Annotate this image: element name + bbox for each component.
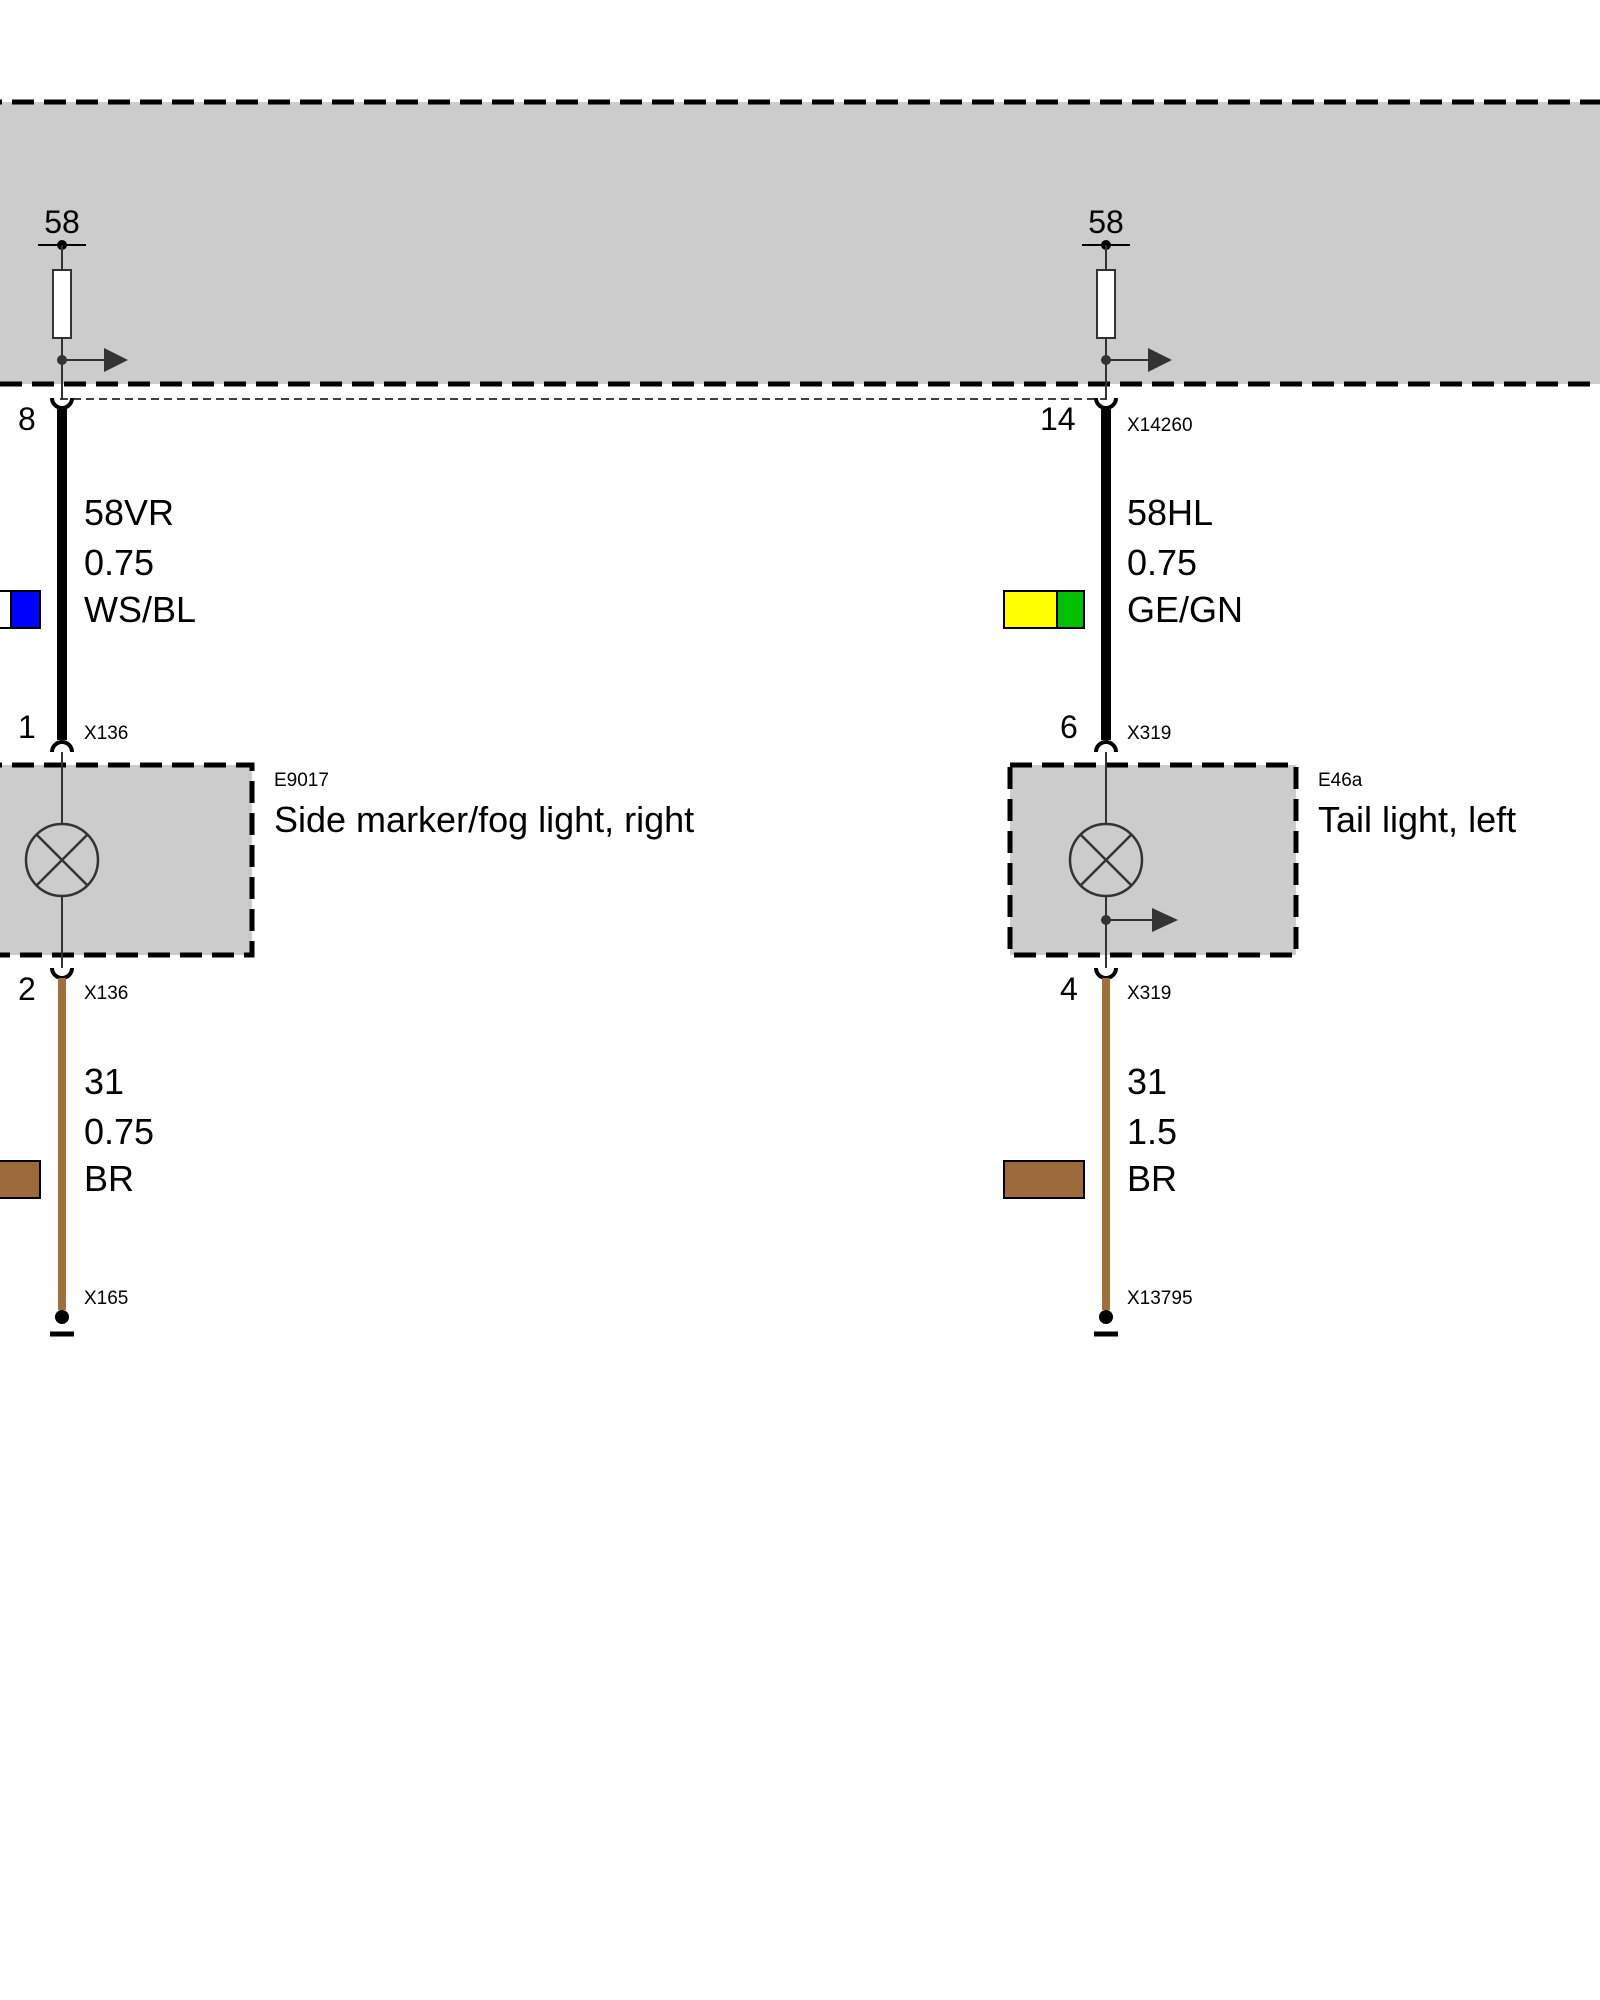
left-component-id: E9017 bbox=[274, 770, 329, 791]
right-lower-wire-color: BR bbox=[1127, 1158, 1177, 1199]
right-lower-wire-size: 1.5 bbox=[1127, 1111, 1177, 1152]
right-lamp-arrow-icon bbox=[1152, 908, 1178, 932]
right-brown-swatch bbox=[1003, 1160, 1085, 1199]
left-component-name: Side marker/fog light, right bbox=[274, 799, 694, 840]
left-terminal-label: 58 bbox=[44, 204, 80, 240]
right-signal-arrow-icon bbox=[1148, 348, 1172, 372]
right-upper-wire-size: 0.75 bbox=[1127, 542, 1197, 583]
right-ground-dot bbox=[1099, 1310, 1113, 1324]
left-color-swatch-white bbox=[0, 590, 12, 629]
right-top-connector: X14260 bbox=[1127, 415, 1193, 436]
right-lamp-cross-b bbox=[1080, 834, 1132, 886]
left-ground-dot bbox=[55, 1310, 69, 1324]
right-upper-connector: X319 bbox=[1127, 723, 1171, 744]
right-fuse-icon bbox=[1096, 269, 1116, 339]
left-ground-connector: X165 bbox=[84, 1288, 128, 1309]
left-lower-connector: X136 bbox=[84, 983, 128, 1004]
right-lower-pin: 4 bbox=[1060, 971, 1078, 1007]
right-upper-wire-name: 58HL bbox=[1127, 492, 1213, 533]
left-lower-wire-name: 31 bbox=[84, 1061, 124, 1102]
left-upper-wire-size: 0.75 bbox=[84, 542, 154, 583]
left-lower-wire-color: BR bbox=[84, 1158, 134, 1199]
left-component-box bbox=[0, 762, 255, 958]
left-signal-arrow-icon bbox=[104, 348, 128, 372]
right-upper-pin: 6 bbox=[1060, 709, 1078, 745]
right-color-swatch-yellow bbox=[1003, 590, 1058, 629]
left-upper-wire-name: 58VR bbox=[84, 492, 174, 533]
left-lower-pin: 2 bbox=[18, 971, 36, 1007]
right-upper-wire-color: GE/GN bbox=[1127, 589, 1243, 630]
right-lower-pin-socket bbox=[1094, 967, 1118, 980]
right-component-name: Tail light, left bbox=[1318, 799, 1516, 840]
left-color-swatch-blue bbox=[10, 590, 41, 629]
right-terminal-label: 58 bbox=[1088, 204, 1124, 240]
left-brown-swatch bbox=[0, 1160, 41, 1199]
right-upper-pin-socket bbox=[1094, 740, 1118, 753]
right-ground-connector: X13795 bbox=[1127, 1288, 1193, 1309]
control-unit-box bbox=[0, 99, 1600, 387]
left-upper-pin: 1 bbox=[18, 709, 36, 745]
right-top-pin: 14 bbox=[1040, 401, 1076, 437]
left-upper-pin-socket bbox=[50, 740, 74, 753]
right-color-swatch-green bbox=[1056, 590, 1085, 629]
right-component-id: E46a bbox=[1318, 770, 1363, 791]
left-lamp-cross-b bbox=[36, 834, 88, 886]
left-lower-wire-size: 0.75 bbox=[84, 1111, 154, 1152]
left-fuse-icon bbox=[52, 269, 72, 339]
right-lower-connector: X319 bbox=[1127, 983, 1171, 1004]
left-upper-wire-color: WS/BL bbox=[84, 589, 196, 630]
right-lower-wire-name: 31 bbox=[1127, 1061, 1167, 1102]
left-lower-pin-socket bbox=[50, 967, 74, 980]
left-top-pin: 8 bbox=[18, 401, 36, 437]
left-upper-connector: X136 bbox=[84, 723, 128, 744]
